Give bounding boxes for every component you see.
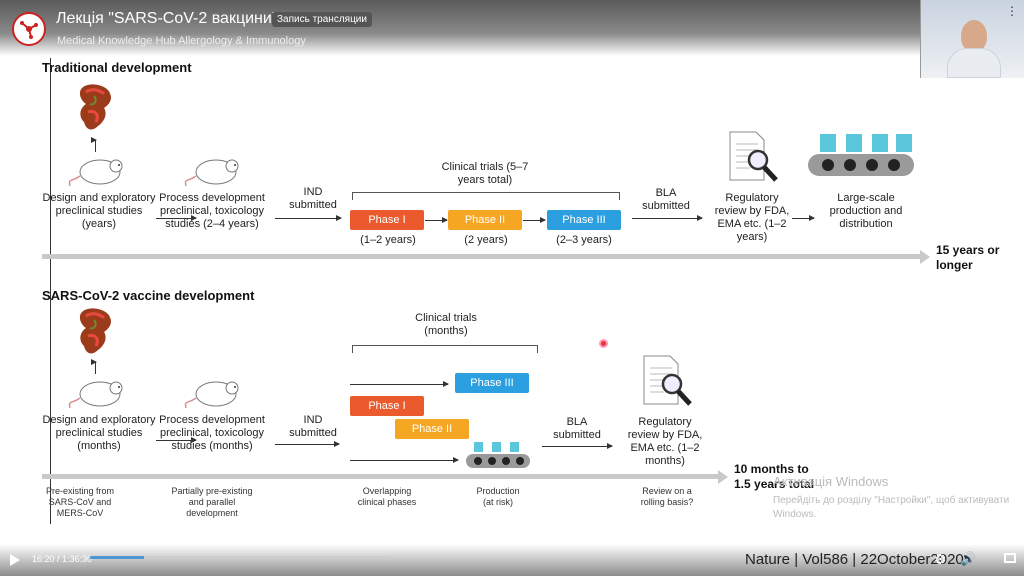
down-arrow: [91, 359, 97, 374]
flow-arrow: [350, 381, 449, 387]
sars-bla-label: BLA submitted: [553, 416, 601, 441]
fullscreen-icon[interactable]: [1004, 553, 1016, 563]
trad-timeline-arrowhead: [920, 250, 930, 264]
document-magnifier-icon: [643, 355, 692, 406]
webcam-overlay: ⋮: [920, 0, 1024, 78]
sars-ind-label: IND submitted: [289, 414, 337, 439]
trad-dur-1: (1–2 years): [360, 234, 416, 246]
sars-regulatory-label: Regulatory review by FDA, EMA etc. (1–2 …: [627, 416, 703, 467]
trad-bla-label: BLA submitted: [642, 187, 690, 212]
trad-process-label: Process development preclinical, toxicol…: [159, 192, 265, 230]
sars-note-clinical: Overlapping clinical phases: [357, 486, 417, 507]
conveyor-belt-icon: [466, 442, 530, 468]
clinical-bracket: [352, 345, 538, 353]
source-credit: Nature | Vol586 | 22October2020: [745, 551, 964, 568]
more-options-icon[interactable]: ⋮: [1006, 4, 1018, 18]
play-icon[interactable]: [10, 554, 20, 566]
flow-arrow: [156, 437, 197, 443]
sars-phase-2: Phase II: [395, 419, 469, 439]
flow-arrow: [425, 217, 448, 223]
flow-arrow: [542, 443, 613, 449]
sars-design-label: Design and exploratory preclinical studi…: [42, 414, 156, 452]
mouse-icon: [184, 381, 239, 409]
document-magnifier-icon: [729, 131, 778, 182]
flow-arrow: [523, 217, 546, 223]
player-controls: [0, 544, 1024, 576]
sars-process-label: Process development preclinical, toxicol…: [159, 414, 265, 452]
mouse-icon: [184, 159, 239, 187]
trad-clinical-label: Clinical trials (5–7 years total): [441, 161, 529, 186]
flow-arrow: [156, 215, 197, 221]
sars-note-review: Review on a rolling basis?: [640, 486, 694, 507]
settings-icon[interactable]: ⚙: [934, 551, 947, 567]
trad-design-label: Design and exploratory preclinical studi…: [42, 192, 156, 230]
molecule-icon: [20, 21, 38, 39]
traditional-heading: Traditional development: [42, 60, 192, 75]
speaker-body: [947, 48, 1001, 78]
sars-timeline-bar: [42, 474, 718, 479]
trad-phase-1: Phase I: [350, 210, 424, 230]
trad-dur-3: (2–3 years): [556, 234, 612, 246]
sars-clinical-label: Clinical trials (months): [415, 312, 477, 337]
conveyor-belt-icon: [808, 134, 914, 176]
trad-phase-2: Phase II: [448, 210, 522, 230]
stream-record-badge: Запись трансляции: [272, 12, 372, 27]
flow-arrow: [350, 457, 459, 463]
windows-activation-watermark: Активація Windows: [773, 474, 889, 489]
trad-total-label: 15 years or longer: [936, 243, 1000, 272]
video-title[interactable]: Лекція "SARS-CoV-2 вакцини".: [56, 10, 282, 27]
playback-time: 16:20 / 1:36:30: [32, 554, 93, 564]
video-top-bar: [0, 0, 1024, 56]
sars-note-process: Partially pre-existing and parallel deve…: [171, 486, 253, 518]
windows-activation-hint: Перейдіть до розділу "Настройки", щоб ак…: [773, 495, 1010, 520]
flow-arrow: [792, 215, 815, 221]
virus-protein-icon: [79, 308, 111, 354]
trad-dur-2: (2 years): [464, 234, 508, 246]
volume-icon[interactable]: 🔊: [960, 551, 977, 566]
sars-timeline-arrowhead: [718, 470, 728, 484]
mouse-icon: [68, 381, 123, 409]
speaker-head: [961, 20, 987, 52]
trad-production-label: Large-scale production and distribution: [829, 192, 903, 230]
flow-arrow: [632, 215, 703, 221]
laser-pointer: [599, 339, 608, 348]
sars-heading: SARS-CoV-2 vaccine development: [42, 288, 255, 303]
trad-ind-label: IND submitted: [289, 186, 337, 211]
flow-arrow: [275, 441, 340, 447]
progress-bar[interactable]: [90, 556, 390, 559]
sars-phase-1: Phase I: [350, 396, 424, 416]
channel-name[interactable]: Medical Knowledge Hub Allergology & Immu…: [57, 35, 306, 47]
channel-logo[interactable]: [12, 12, 46, 46]
sars-note-design: Pre-existing from SARS-CoV and MERS-CoV: [45, 486, 115, 518]
slide-divider: [50, 58, 51, 524]
progress-fill: [90, 556, 144, 559]
trad-phase-3: Phase III: [547, 210, 621, 230]
trad-regulatory-label: Regulatory review by FDA, EMA etc. (1–2 …: [714, 192, 790, 243]
sars-total-label: 10 months to 1.5 years total: [734, 462, 815, 491]
trad-timeline-bar: [42, 254, 920, 259]
down-arrow: [91, 137, 97, 152]
sars-note-production: Production (at risk): [476, 486, 520, 507]
mouse-icon: [68, 159, 123, 187]
clinical-bracket: [352, 192, 620, 200]
sars-phase-3: Phase III: [455, 373, 529, 393]
virus-protein-icon: [79, 84, 111, 130]
flow-arrow: [275, 215, 342, 221]
